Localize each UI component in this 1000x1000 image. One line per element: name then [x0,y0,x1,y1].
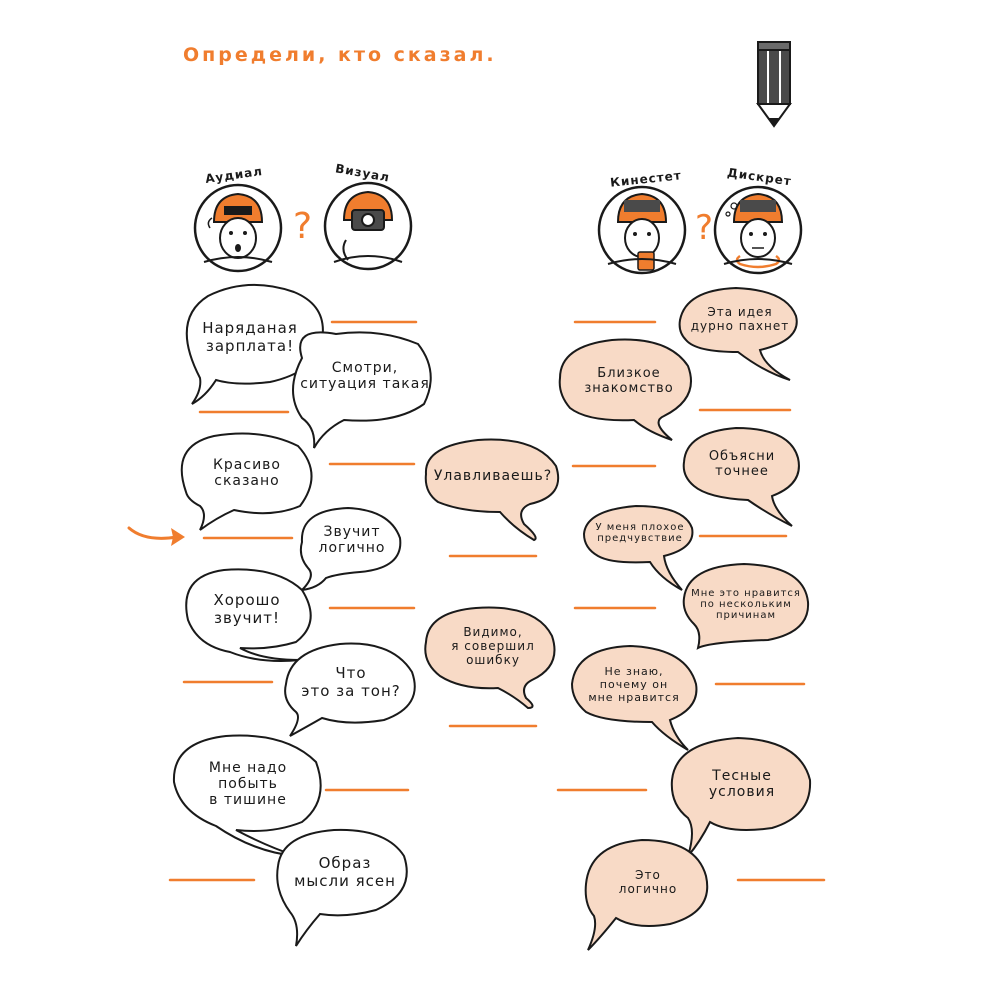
avatar-discrete [713,185,803,275]
bubble-shape-b3 [180,432,313,531]
avatar-audial [193,183,283,273]
bubble-r6: Не знаю, почему он мне нравится [588,664,680,704]
bubble-r2: Близкое знакомство [584,366,674,396]
bubble-r4: У меня плохое предчувствие [595,522,685,544]
answer-lines [168,320,826,882]
persona-avatars [193,181,803,275]
avatar-kinesthetic [597,185,687,275]
bubble-shape-r2 [558,338,692,441]
pencil-icon [756,41,792,128]
bubble-shape-r5 [682,562,810,650]
bubble-shape-b4 [299,506,402,592]
bubble-r3: Объясни точнее [708,449,776,479]
bubble-shape-b5 [185,568,312,662]
arrow-icon [127,526,185,546]
bubble-b1: Наряданая зарплата! [202,319,298,355]
page-title: Определи, кто сказал. [183,44,497,66]
bubble-shape-r7 [670,736,812,857]
bubble-shape-r6 [570,644,698,751]
bubble-b5: Хорошо звучит! [213,591,281,627]
bubble-shape-b2 [292,331,432,449]
bubble-r8: Это логично [618,868,678,896]
bubble-b3: Красиво сказано [212,457,282,489]
bubble-shape-r1 [678,286,798,381]
bubble-b6: Что это за тон? [301,664,401,700]
bubble-shape-r3 [682,426,800,527]
bubble-shape-m2 [424,606,556,710]
bubble-r7: Тесные условия [708,768,776,800]
bubble-shape-b7 [172,734,322,857]
bubble-r5: Мне это нравится по нескольким причинам [691,587,801,621]
bubble-shape-m1 [424,438,560,542]
bubble-r1: Эта идея дурно пахнет [690,305,790,333]
bubble-shape-b6 [284,642,416,737]
bubble-shape-r4 [582,504,694,591]
bubble-m1: Улавливаешь? [433,468,553,484]
question-mark-left: ? [293,206,314,247]
bubble-b7: Мне надо побыть в тишине [208,760,288,808]
bubble-b8: Образ мысли ясен [294,854,396,890]
bubble-m2: Видимо, я совершил ошибку [451,625,535,667]
bubble-shape-r8 [584,838,709,951]
bubble-shape-b8 [276,828,408,947]
bubble-b4: Звучит логично [318,524,386,556]
question-mark-right: ? [695,208,715,248]
bubble-b2: Смотри, ситуация такая [300,360,430,392]
avatar-visual [323,181,413,271]
